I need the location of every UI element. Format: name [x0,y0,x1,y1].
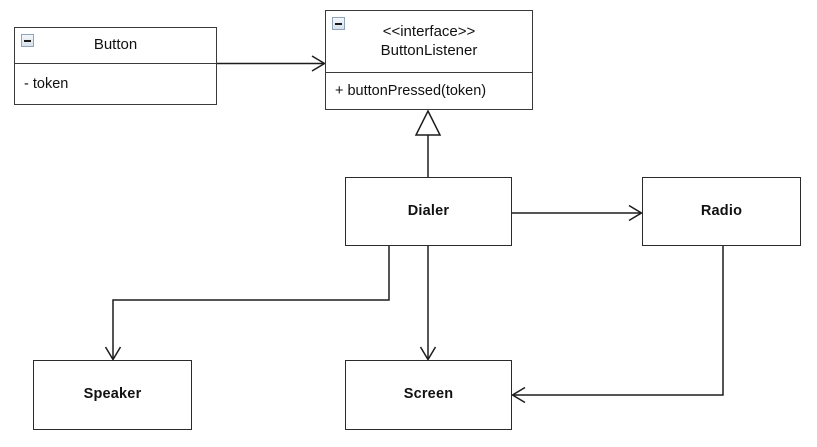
attribute-token: - token [24,76,69,92]
class-header-button: Button [15,28,216,64]
class-header-screen: Screen [346,361,511,429]
class-header-speaker: Speaker [34,361,191,429]
class-name-dialer: Dialer [407,202,450,219]
class-name-screen: Screen [403,386,454,403]
edge-dialer-realizes-buttonlistener [414,109,442,177]
class-box-button[interactable]: Button - token [14,27,217,105]
stereotype-interface: <<interface>> [382,23,476,41]
class-attributes-button: - token [15,64,216,104]
class-name-radio: Radio [700,202,743,219]
class-name-button: Button [93,36,138,54]
edge-button-to-buttonlistener [217,55,326,72]
class-box-radio[interactable]: Radio [642,177,801,246]
class-header-dialer: Dialer [346,178,511,245]
edge-dialer-to-radio [512,204,643,222]
operation-buttonpressed: + buttonPressed(token) [335,83,487,99]
class-header-buttonlistener: <<interface>> ButtonListener [326,11,532,73]
class-operations-buttonlistener: + buttonPressed(token) [326,73,532,109]
class-box-speaker[interactable]: Speaker [33,360,192,430]
class-name-buttonlistener: ButtonListener [380,41,478,59]
edge-dialer-to-speaker [104,246,390,361]
class-name-speaker: Speaker [83,386,142,403]
class-box-screen[interactable]: Screen [345,360,512,430]
class-header-radio: Radio [643,178,800,245]
class-box-dialer[interactable]: Dialer [345,177,512,246]
edge-radio-to-screen [511,246,724,404]
collapse-minus-icon[interactable] [21,34,34,47]
edge-dialer-to-screen [419,246,437,361]
class-box-buttonlistener[interactable]: <<interface>> ButtonListener + buttonPre… [325,10,533,110]
collapse-minus-icon[interactable] [332,17,345,30]
